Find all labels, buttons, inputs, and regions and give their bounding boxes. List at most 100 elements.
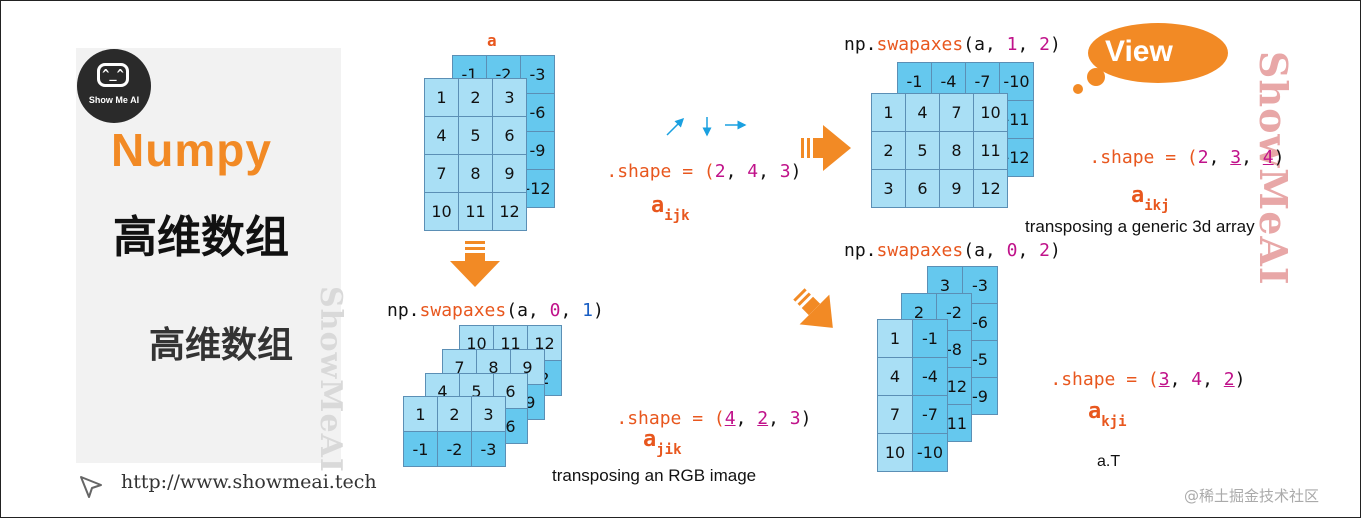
array-cell: -1 [913,320,947,357]
shape-dim-2: 3 [780,161,791,182]
swap01-shape: .shape = (4, 2, 3) [573,387,811,450]
shape-dim-1: 3 [1230,147,1241,168]
swap01-caption: transposing an RGB image [552,466,756,486]
arrow-diagonal-icon [791,286,845,340]
array-cell: 10 [878,434,912,471]
code-arg-2: 2 [1039,34,1050,55]
array-cell: 5 [906,132,939,169]
swap12-shape: .shape = (2, 3, 4) [1046,126,1284,189]
shape-dim-2: 4 [1263,147,1274,168]
section-title: 高维数组 [149,316,293,368]
shape-dim-0: 2 [715,161,726,182]
array-cell: 4 [878,358,912,395]
array-cell: -4 [913,358,947,395]
arrow-down-icon [448,241,502,289]
swap02-index: akji [1088,399,1127,430]
array-cell: 1 [404,397,437,431]
swap01-front-layer: 123 -1-2-3 [403,396,506,467]
credit-text: @稀土掘金技术社区 [1184,485,1319,506]
array-cell: 2 [438,397,471,431]
code-fn: swapaxes [877,240,964,261]
shape-dim-1: 4 [1191,369,1202,390]
website-link[interactable]: http://www.showmeai.tech [121,471,377,493]
code-arg-2: 1 [582,300,593,321]
array-cell: 9 [493,155,526,192]
shape-dim-1: 4 [747,161,758,182]
array-cell: -1 [404,432,437,466]
robot-face-icon: ^_^ [97,63,129,87]
view-bubble-label: View [1105,35,1173,69]
index-base: a [651,193,664,218]
array-cell: 4 [906,94,939,131]
code-arg-1: 1 [1007,34,1018,55]
shape-prefix: .shape = ( [1050,369,1158,390]
array-cell: 10 [425,193,458,230]
array-cell: 12 [974,170,1007,207]
array-a-index: aijk [651,193,690,224]
shape-prefix: .shape = ( [1089,147,1197,168]
page-title: Numpy [111,123,272,177]
code-arg-0: a [974,34,985,55]
array-cell: 3 [472,397,505,431]
index-base: a [1088,399,1101,424]
array-cell: 8 [940,132,973,169]
shape-dim-0: 2 [1198,147,1209,168]
array-cell: -2 [438,432,471,466]
array-cell: 3 [872,170,905,207]
arrow-right-icon [801,123,853,173]
swap01-code: np.swapaxes(a, 0, 1) [387,300,604,321]
shape-dim-0: 3 [1159,369,1170,390]
swap12-front-layer: 147102581136912 [871,93,1008,208]
array-cell: 12 [493,193,526,230]
showmeai-logo: ^_^ Show Me AI [77,49,151,123]
swap12-code: np.swapaxes(a, 1, 2) [844,34,1061,55]
array-cell: 8 [459,155,492,192]
array-cell: 3 [493,79,526,116]
array-a-label: a [487,31,497,50]
array-cell: 1 [872,94,905,131]
swap01-index: ajik [643,427,682,458]
array-cell: 1 [425,79,458,116]
code-arg-0: a [974,240,985,261]
swap12-caption: transposing a generic 3d array [1025,217,1255,237]
cursor-icon [75,471,107,503]
index-base: a [643,427,656,452]
array-cell: 7 [940,94,973,131]
shape-dim-0: 4 [725,408,736,429]
array-cell: 7 [425,155,458,192]
shape-dim-2: 3 [790,408,801,429]
array-cell: -3 [472,432,505,466]
index-sub: kji [1101,414,1126,430]
array-cell: 7 [878,396,912,433]
array-cell: 1 [878,320,912,357]
code-arg-1: 0 [1007,240,1018,261]
array-cell: 2 [872,132,905,169]
shape-dim-1: 2 [757,408,768,429]
code-prefix: np. [844,34,877,55]
swap02-code: np.swapaxes(a, 0, 2) [844,240,1061,261]
page-subtitle: 高维数组 [113,201,289,265]
array-cell: 11 [459,193,492,230]
code-arg-2: 2 [1039,240,1050,261]
code-prefix: np. [844,240,877,261]
shape-prefix: .shape = ( [616,408,724,429]
code-arg-1: 0 [550,300,561,321]
array-cell: 11 [974,132,1007,169]
index-sub: ikj [1144,198,1169,214]
shape-dim-2: 2 [1224,369,1235,390]
shape-prefix: .shape = ( [606,161,714,182]
array-cell: 9 [940,170,973,207]
array-cell: -10 [913,434,947,471]
code-prefix: np. [387,300,420,321]
array-cell: 2 [459,79,492,116]
logo-text: Show Me AI [77,95,151,105]
array-cell: 6 [493,117,526,154]
axis-arrows-icon [663,113,753,141]
index-sub: jik [656,442,681,458]
array-cell: 4 [425,117,458,154]
code-fn: swapaxes [420,300,507,321]
array-cell: 5 [459,117,492,154]
